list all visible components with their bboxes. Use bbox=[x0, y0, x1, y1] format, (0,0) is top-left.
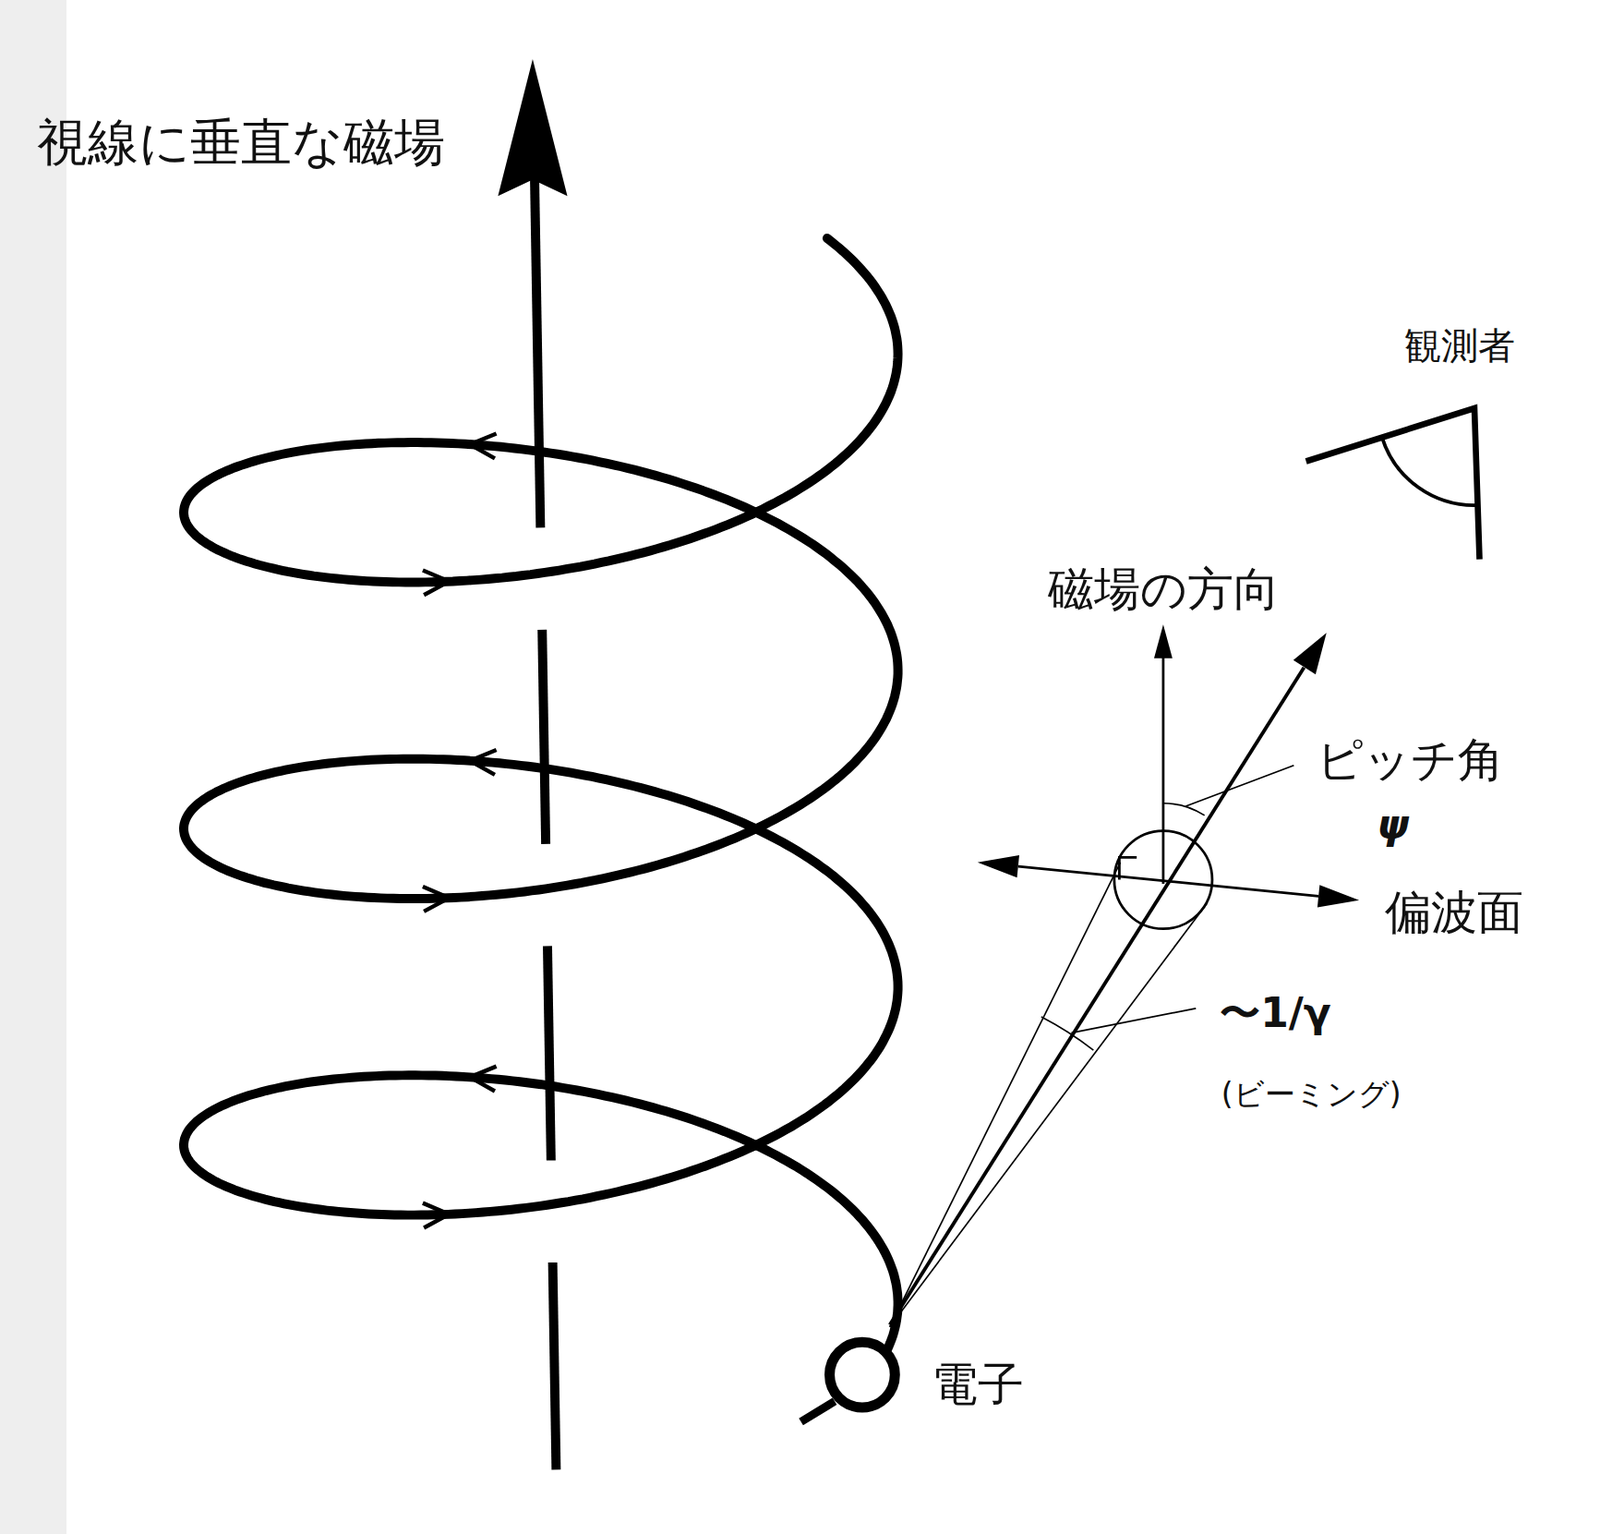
beam-edge-line bbox=[890, 902, 1208, 1327]
observer-label: 観測者 bbox=[1404, 324, 1516, 367]
field-axis-segment bbox=[553, 1262, 557, 1469]
polarization-label: 偏波面 bbox=[1384, 886, 1524, 940]
beam-edge-line bbox=[890, 862, 1121, 1327]
observer-eye-arc bbox=[1382, 437, 1479, 506]
beam-cross-section bbox=[1114, 830, 1213, 929]
field-direction-arrow bbox=[1162, 652, 1166, 884]
helix-direction-arrow bbox=[469, 433, 497, 458]
field-arrowhead bbox=[497, 59, 567, 196]
beaming-angle-arc bbox=[1041, 1016, 1094, 1050]
polarization-head bbox=[977, 854, 1020, 878]
helix-direction-arrow bbox=[422, 886, 449, 912]
electron-label: 電子 bbox=[931, 1358, 1024, 1412]
helix-direction-arrow bbox=[422, 569, 449, 595]
pitch-angle-label: ピッチ角 bbox=[1316, 733, 1504, 788]
field-direction-head bbox=[1154, 624, 1173, 658]
field-direction-label: 磁場の方向 bbox=[1047, 563, 1280, 617]
leader-line bbox=[1185, 765, 1294, 807]
field-axis-segment bbox=[541, 629, 546, 844]
field-label: 視線に垂直な磁場 bbox=[36, 113, 446, 172]
observer-eye bbox=[1306, 408, 1480, 560]
polarization-head bbox=[1317, 884, 1360, 907]
polarization-arrow bbox=[1018, 866, 1319, 896]
electron-symbol bbox=[830, 1341, 896, 1408]
helix-direction-arrow bbox=[469, 1066, 497, 1092]
emission-arrowhead bbox=[1293, 632, 1327, 674]
helix-tail bbox=[801, 1400, 835, 1421]
field-axis bbox=[534, 173, 556, 1470]
beaming-angle-label: 〜1/γ bbox=[1219, 989, 1332, 1037]
helix-direction-arrow bbox=[422, 1203, 449, 1228]
right-angle-mark bbox=[1118, 856, 1137, 879]
field-axis-segment bbox=[547, 945, 552, 1160]
beaming-label: (ビーミング) bbox=[1221, 1076, 1402, 1112]
leader-line bbox=[1070, 1008, 1196, 1034]
field-axis-segment bbox=[534, 173, 541, 528]
pitch-angle-symbol: ψ bbox=[1376, 801, 1409, 849]
helix-direction-arrow bbox=[469, 749, 497, 775]
pitch-angle-arc bbox=[1163, 803, 1205, 816]
